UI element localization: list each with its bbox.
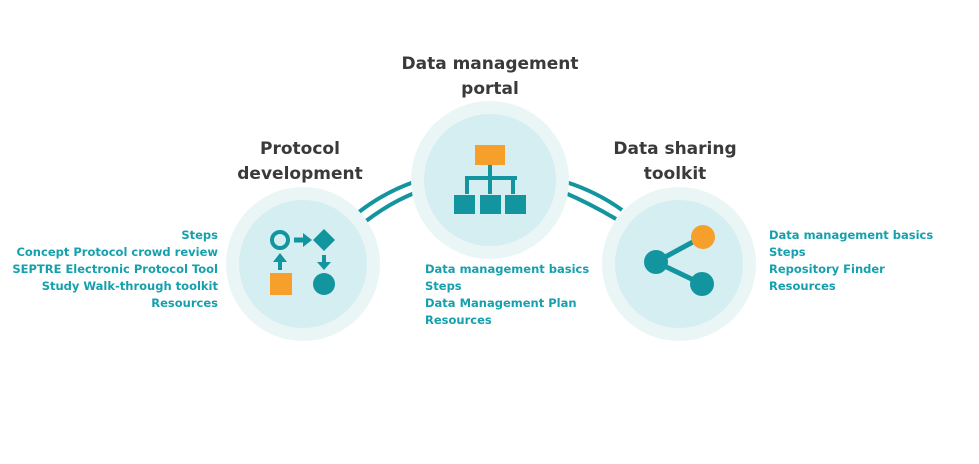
sharing-circle[interactable]	[602, 187, 756, 341]
sharing-links: Data management basics Steps Repository …	[769, 227, 933, 295]
portal-link-resources[interactable]: Resources	[425, 313, 492, 327]
protocol-link-concept-review[interactable]: Concept Protocol crowd review	[16, 245, 218, 259]
right-arc-outer	[565, 180, 624, 212]
sharing-link-basics[interactable]: Data management basics	[769, 228, 934, 242]
sharing-link-repository-finder[interactable]: Repository Finder	[769, 262, 885, 276]
protocol-title-line2: development	[237, 164, 363, 184]
sharing-link-resources[interactable]: Resources	[769, 279, 836, 293]
sharing-title: Data sharing toolkit	[595, 137, 755, 187]
portal-circle[interactable]	[411, 101, 569, 259]
sharing-circle-inner	[615, 200, 743, 328]
workflow-icon	[270, 229, 335, 295]
protocol-links: Steps Concept Protocol crowd review SEPT…	[0, 227, 218, 312]
sharing-link-steps[interactable]: Steps	[769, 245, 806, 259]
protocol-link-resources[interactable]: Resources	[151, 296, 218, 310]
protocol-link-septre[interactable]: SEPTRE Electronic Protocol Tool	[12, 262, 218, 276]
right-arc-inner	[562, 190, 618, 221]
protocol-circle-inner	[239, 200, 367, 328]
hierarchy-icon	[454, 145, 526, 214]
sharing-title-line1: Data sharing	[613, 139, 737, 159]
portal-link-basics[interactable]: Data management basics	[425, 262, 590, 276]
protocol-title: Protocol development	[220, 137, 380, 187]
left-arc-outer	[357, 180, 415, 214]
protocol-link-steps[interactable]: Steps	[181, 228, 218, 242]
sharing-title-line2: toolkit	[643, 164, 707, 184]
protocol-link-walkthrough[interactable]: Study Walk-through toolkit	[41, 279, 218, 293]
share-icon	[644, 225, 715, 296]
portal-title: Data management portal	[390, 52, 590, 102]
portal-link-steps[interactable]: Steps	[425, 279, 462, 293]
portal-title-line1: Data management	[401, 54, 579, 74]
left-arc-inner	[364, 190, 418, 223]
portal-link-dmp[interactable]: Data Management Plan	[425, 296, 577, 310]
protocol-circle[interactable]	[226, 187, 380, 341]
protocol-title-line1: Protocol	[260, 139, 340, 159]
portal-links: Data management basics Steps Data Manage…	[425, 261, 589, 329]
portal-title-line2: portal	[461, 79, 519, 99]
